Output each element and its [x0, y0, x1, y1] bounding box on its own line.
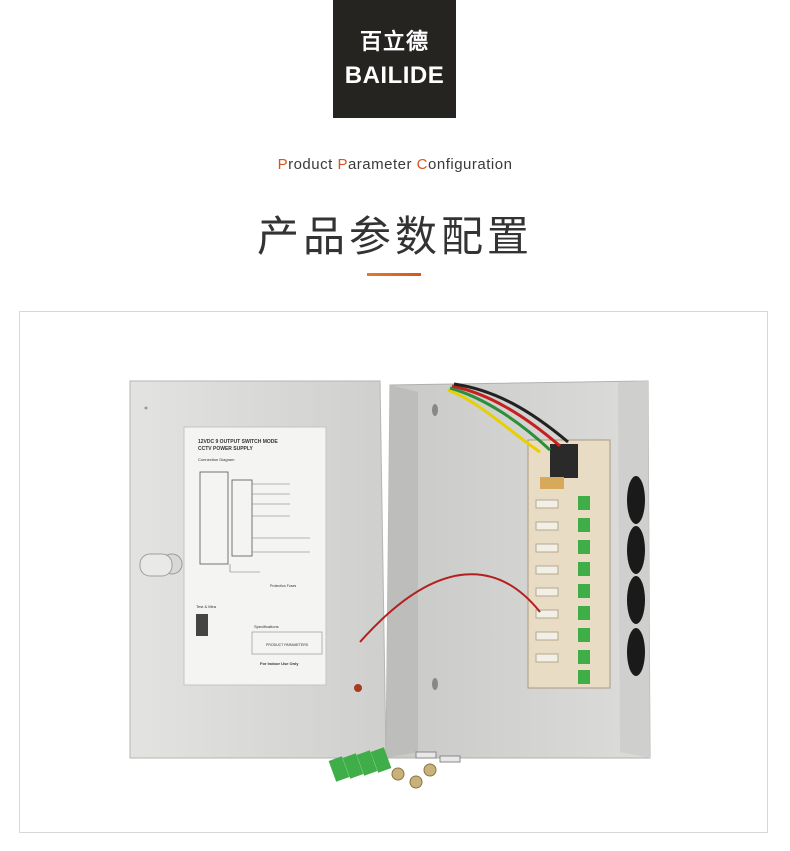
label-test: Test & Mea: [196, 604, 217, 609]
label-heading: 12VDC 9 OUTPUT SWITCH MODE: [198, 439, 278, 445]
wire-green: [449, 386, 552, 452]
label-protection: Protection Fuses: [270, 584, 297, 588]
accessories: [328, 747, 461, 789]
door-lock-icon: [139, 553, 173, 577]
label-meter-graphic: [196, 614, 208, 636]
knockout-hole: [627, 576, 645, 624]
product-image-frame: 12VDC 9 OUTPUT SWITCH MODE CCTV POWER SU…: [19, 311, 768, 833]
power-supply-cabinet-image: 12VDC 9 OUTPUT SWITCH MODE CCTV POWER SU…: [129, 380, 651, 789]
label-indoor: For Indoor Use Only: [260, 661, 299, 666]
wire-yellow: [447, 388, 541, 454]
subtitle-rest-3: onfiguration: [428, 156, 513, 173]
output-terminals: [578, 496, 590, 684]
subtitle-rest-2: arameter: [347, 156, 417, 173]
label-specs: Specifications: [254, 624, 279, 629]
led-indicator: [354, 684, 362, 692]
cabinet-door: 12VDC 9 OUTPUT SWITCH MODE CCTV POWER SU…: [129, 380, 387, 759]
knockout-hole: [627, 628, 645, 676]
subtitle-rest-1: roduct: [288, 156, 338, 173]
logo-chinese-text: 百立德: [359, 29, 429, 55]
subtitle-cap-3: C: [416, 156, 429, 173]
cabinet-body: [354, 380, 651, 759]
brand-logo: 百立德 BAILIDE: [333, 0, 456, 118]
wire-black: [453, 382, 569, 444]
wire-red: [451, 384, 561, 448]
title-underline: [367, 273, 421, 276]
label-diagram: Connection Diagram: [198, 457, 235, 462]
power-switch: [550, 444, 578, 478]
knockout-hole: [627, 526, 645, 574]
led-wire: [359, 573, 541, 643]
section-title: 产品参数配置: [256, 212, 533, 261]
label-params: PRODUCT PARAMETERS: [266, 643, 309, 647]
subtitle-cap-2: P: [337, 156, 348, 173]
section-subtitle: Product Parameter Configuration: [0, 156, 790, 173]
knockout-hole: [627, 476, 645, 524]
fuse-holders: [535, 499, 559, 663]
subtitle-cap-1: P: [277, 156, 289, 173]
door-label-sticker: [183, 426, 327, 686]
logo-english-text: BAILIDE: [344, 62, 445, 89]
label-heading-2: CCTV POWER SUPPLY: [198, 446, 253, 452]
